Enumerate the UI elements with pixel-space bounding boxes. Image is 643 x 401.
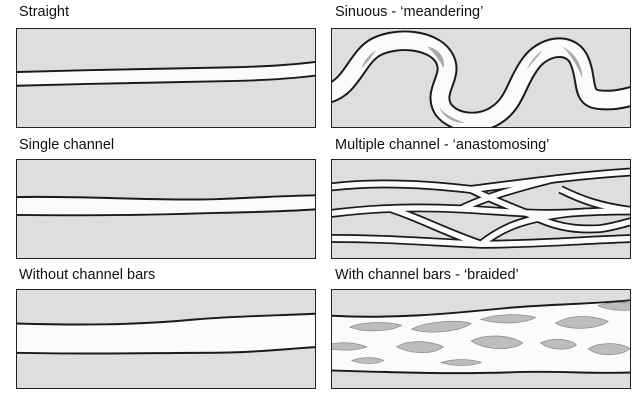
label-multiple-channel: Multiple channel - ‘anastomosing’ [335,137,550,153]
channel-bar-6 [332,342,368,351]
single-channel [17,194,315,217]
label-with-channel-bars: With channel bars - ‘braided’ [335,267,519,283]
meander-channel [332,32,630,127]
label-single-channel: Single channel [19,137,115,153]
label-sinuous: Sinuous - ‘meandering’ [335,4,484,20]
channel-bar-1 [348,322,403,332]
channel-bar-3 [479,314,537,324]
channel-bar-12 [350,357,385,364]
panel-single-channel [16,159,316,259]
point-bar-2 [439,107,466,124]
channel-bar-4 [554,316,609,329]
panel-straight [16,28,316,128]
point-bar-3 [562,46,583,78]
label-without-channel-bars: Without channel bars [19,267,156,283]
straight-channel-diagram [17,60,315,87]
single-channel-diagram [17,194,315,217]
panel-without-channel-bars [16,289,316,389]
straight-channel [17,60,315,87]
channel-bar-7 [395,341,444,354]
channel-bar-8 [470,335,524,349]
wide-channel-diagram [17,312,315,355]
point-bar-1 [427,46,444,69]
wide-channel [17,312,315,355]
panel-with-channel-bars [331,289,631,389]
anastomosing-channel-diagram [332,167,630,249]
channel-bar-10 [587,343,630,356]
channel-bar-5 [597,302,630,311]
label-straight: Straight [19,4,69,20]
panel-sinuous [331,28,631,128]
braided-channel-diagram [332,299,630,375]
channel-bar-9 [539,339,577,350]
panel-multiple-channel [331,159,631,259]
point-bar-5 [526,50,543,71]
channel-bar-2 [410,320,472,333]
braided-channel [332,299,630,375]
point-bar-4 [361,50,376,69]
channel-bar-11 [440,359,483,366]
meandering-channel-diagram [332,30,630,127]
